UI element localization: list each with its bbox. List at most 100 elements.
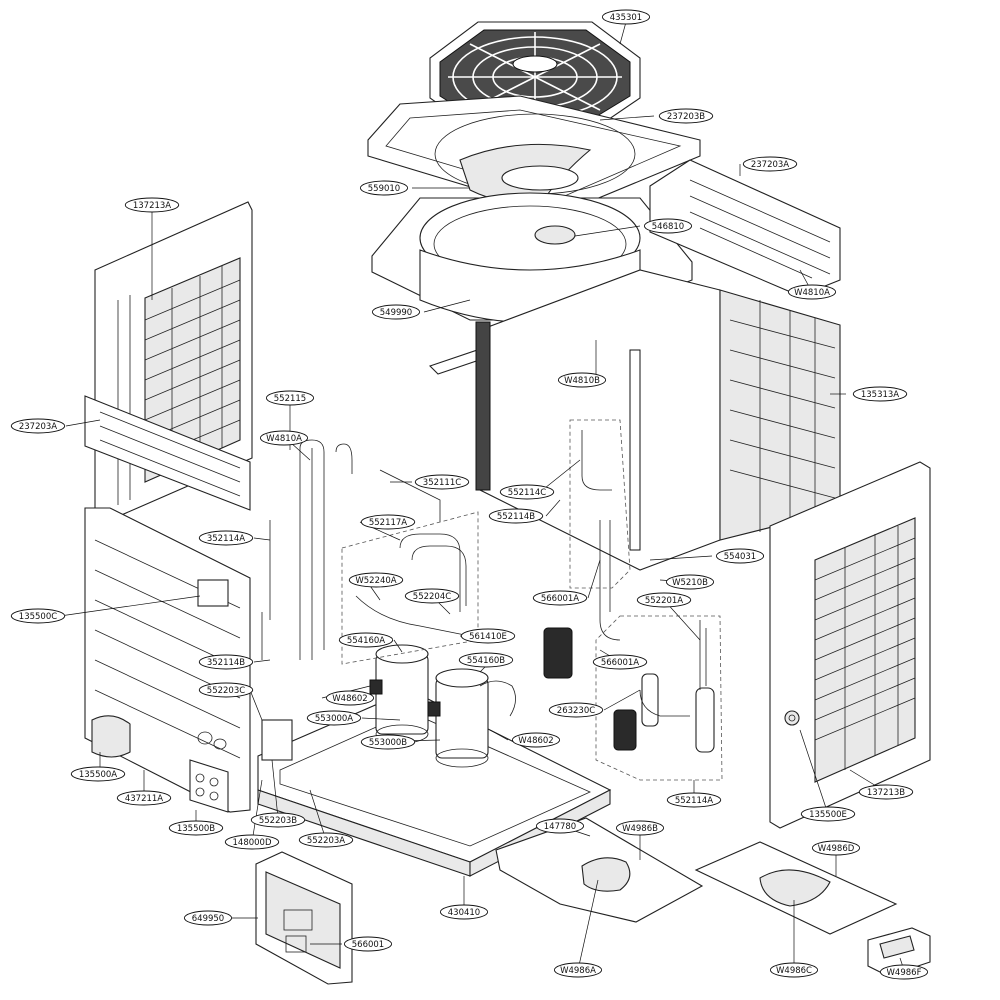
part-callout-352111c: 352111C	[414, 474, 470, 490]
part-callout-553000b: 553000B	[360, 734, 416, 750]
part-number-text: W4986C	[776, 966, 812, 976]
part-number-text: 552115	[274, 394, 306, 404]
part-callout-552115: 552115	[265, 390, 315, 406]
part-callout-352114a: 352114A	[198, 530, 254, 546]
part-callout-435301: 435301	[601, 9, 651, 25]
part-callout-137213b: 137213B	[858, 784, 914, 800]
part-callout-237203a-left: 237203A	[10, 418, 66, 434]
part-number-text: 552203C	[207, 686, 245, 696]
part-number-text: 135500A	[79, 770, 117, 780]
part-callout-148000d: 148000D	[224, 834, 280, 850]
part-number-text: 549990	[380, 308, 412, 318]
part-number-text: 566001A	[601, 658, 639, 668]
part-number-text: 137213B	[867, 788, 905, 798]
part-number-text: 135500E	[809, 810, 847, 820]
part-callout-135313a: 135313A	[852, 386, 908, 402]
part-number-text: 352114A	[207, 534, 245, 544]
part-number-text: 552117A	[369, 518, 407, 528]
part-number-text: 554031	[724, 552, 756, 562]
left-lower-panel	[84, 507, 251, 813]
part-callout-552117a: 552117A	[360, 514, 416, 530]
part-callout-554031: 554031	[715, 548, 765, 564]
part-callout-553000a: 553000A	[306, 710, 362, 726]
part-number-text: 135500C	[19, 612, 57, 622]
part-callout-237203b: 237203B	[658, 108, 714, 124]
part-number-text: 552114B	[497, 512, 535, 522]
part-callout-552114c: 552114C	[499, 484, 555, 500]
part-callout-552201a: 552201A	[636, 592, 692, 608]
part-callout-430410: 430410	[439, 904, 489, 920]
part-callout-w4810a-left: W4810A	[259, 430, 309, 446]
part-callout-w4986f: W4986F	[879, 964, 929, 980]
part-callout-w52240a: W52240A	[348, 572, 404, 588]
part-callout-w4810b: W4810B	[557, 372, 607, 388]
part-number-text: W4810A	[794, 288, 830, 298]
part-callout-554160a: 554160A	[338, 632, 394, 648]
part-callout-552114a: 552114A	[666, 792, 722, 808]
part-callout-w48602-2: W48602	[511, 732, 561, 748]
part-callout-w48602-1: W48602	[325, 690, 375, 706]
refrigerant-piping	[261, 430, 707, 717]
part-callout-561410e: 561410E	[460, 628, 516, 644]
part-number-text: 148000D	[233, 838, 272, 848]
part-number-text: 546810	[652, 222, 684, 232]
part-number-text: 352111C	[423, 478, 461, 488]
part-number-text: 559010	[368, 184, 400, 194]
part-callout-w4986d: W4986D	[811, 840, 861, 856]
part-number-text: 552201A	[645, 596, 683, 606]
part-number-text: 237203B	[667, 112, 705, 122]
service-panel	[189, 759, 229, 813]
part-callout-549990: 549990	[371, 304, 421, 320]
part-number-text: 553000B	[369, 738, 407, 748]
part-number-text: W48602	[518, 736, 553, 746]
part-callout-w4986b: W4986B	[615, 820, 665, 836]
part-number-text: W4986B	[622, 824, 658, 834]
bottom-plate-1	[495, 817, 704, 923]
part-number-text: 649950	[192, 914, 224, 924]
part-callout-137213a: 137213A	[124, 197, 180, 213]
callout-labels: 435301 237203B 237203A 559010 546810 137213A W…	[10, 9, 929, 980]
part-number-text: 553000A	[315, 714, 353, 724]
part-callout-552203a: 552203A	[298, 832, 354, 848]
part-number-text: 552203B	[259, 816, 297, 826]
part-number-text: W4810B	[564, 376, 600, 386]
part-number-text: 135313A	[861, 390, 899, 400]
part-number-text: 237203A	[19, 422, 57, 432]
part-callout-552204c: 552204C	[404, 588, 460, 604]
part-callout-566001a-1: 566001A	[532, 590, 588, 606]
part-number-text: W5210B	[672, 578, 708, 588]
part-callout-w4810a-right: W4810A	[787, 284, 837, 300]
part-number-text: 566001	[352, 940, 384, 950]
part-number-text: W4810A	[266, 434, 302, 444]
top-right-panel	[649, 159, 841, 297]
part-callout-w4986a: W4986A	[553, 962, 603, 978]
part-callout-135500b: 135500B	[168, 820, 224, 836]
part-number-text: 554160A	[347, 636, 385, 646]
part-number-text: 552203A	[307, 836, 345, 846]
part-callout-135500c: 135500C	[10, 608, 66, 624]
left-crossbar	[84, 395, 251, 511]
part-callout-237203a-top: 237203A	[742, 156, 798, 172]
part-callout-559010: 559010	[359, 180, 409, 196]
part-number-text: 352114B	[207, 658, 245, 668]
part-number-text: W4986D	[818, 844, 855, 854]
part-number-text: W4986A	[560, 966, 596, 976]
part-callout-552203c: 552203C	[198, 682, 254, 698]
part-number-text: 566001A	[541, 594, 579, 604]
part-callout-437211a: 437211A	[116, 790, 172, 806]
bottom-corner-bracket	[867, 927, 931, 977]
part-number-text: 263230C	[557, 706, 595, 716]
part-callout-w4986c: W4986C	[769, 962, 819, 978]
part-number-text: 237203A	[751, 160, 789, 170]
part-number-text: 552114A	[675, 796, 713, 806]
part-number-text: 552114C	[508, 488, 546, 498]
part-number-text: 561410E	[469, 632, 507, 642]
bottom-plate-2	[694, 841, 898, 935]
part-callout-649950: 649950	[183, 910, 233, 926]
part-callout-w5210b: W5210B	[665, 574, 715, 590]
part-number-text: 430410	[448, 908, 480, 918]
part-number-text: 147780	[544, 822, 576, 832]
part-callout-135500a: 135500A	[70, 766, 126, 782]
right-side-panel	[769, 461, 931, 829]
part-callout-135500e: 135500E	[800, 806, 856, 822]
